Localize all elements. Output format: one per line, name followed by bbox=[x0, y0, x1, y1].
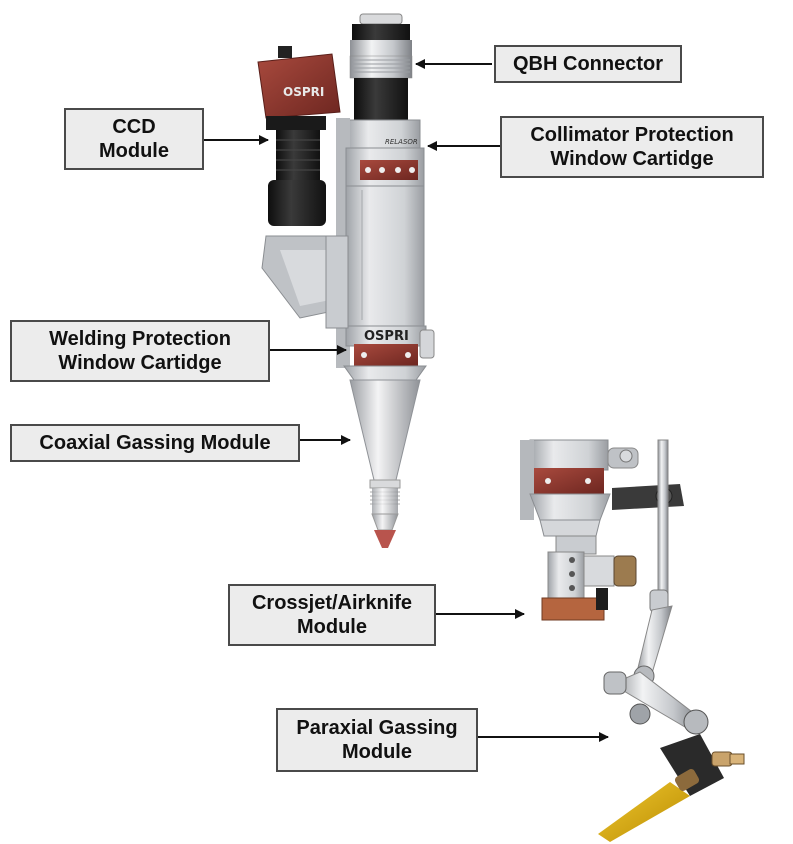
body-bottom-taper bbox=[343, 365, 427, 381]
label-welding-cartridge: Welding Protection Window Cartidge bbox=[10, 320, 270, 382]
pointer-arrows bbox=[204, 59, 609, 742]
qbh-ring bbox=[352, 24, 410, 40]
lower-detail-illustration bbox=[520, 439, 745, 842]
collimator-cartridge-plate bbox=[360, 160, 418, 180]
label-coaxial-gassing: Coaxial Gassing Module bbox=[10, 424, 300, 462]
qbh-cap bbox=[359, 13, 403, 25]
crossjet-copper-blade bbox=[541, 597, 605, 621]
label-qbh-connector: QBH Connector bbox=[494, 45, 682, 83]
ccd-focus-ring bbox=[268, 180, 326, 226]
ospri-mark-ccd: OSPRI bbox=[283, 85, 324, 99]
welding-cartridge-plate bbox=[354, 344, 418, 366]
coaxial-nozzle-cone bbox=[349, 379, 421, 481]
qbh-knurl bbox=[349, 55, 413, 79]
crossjet-fitting bbox=[613, 555, 637, 587]
label-collimator-cartridge: Collimator Protection Window Cartidge bbox=[500, 116, 764, 178]
relasor-mark: RELASOR bbox=[385, 138, 418, 146]
label-ccd-module: CCD Module bbox=[64, 108, 204, 170]
mount-arm bbox=[612, 484, 684, 510]
paraxial-yellow-tube bbox=[598, 782, 690, 842]
lower-red-plate bbox=[534, 468, 604, 494]
label-crossjet-module: Crossjet/Airknife Module bbox=[228, 584, 436, 646]
body-main-panel bbox=[345, 185, 425, 327]
nozzle-threads bbox=[372, 488, 398, 514]
qbh-collar bbox=[350, 40, 412, 56]
side-clamp bbox=[419, 329, 435, 359]
label-paraxial-gassing: Paraxial Gassing Module bbox=[276, 708, 478, 772]
nozzle-copper-tip bbox=[374, 530, 396, 548]
qbh-knurl-lines bbox=[352, 59, 410, 73]
qbh-dark-body bbox=[354, 78, 408, 120]
crossjet-body bbox=[547, 551, 585, 603]
laser-head-main: RELASOR OSPRI bbox=[336, 13, 435, 548]
ccd-camera-box bbox=[257, 53, 341, 119]
paraxial-clamp bbox=[660, 734, 724, 796]
ospri-mark-body: OSPRI bbox=[364, 329, 409, 344]
ccd-module-art: OSPRI bbox=[257, 46, 349, 329]
paraxial-rod bbox=[657, 439, 669, 601]
